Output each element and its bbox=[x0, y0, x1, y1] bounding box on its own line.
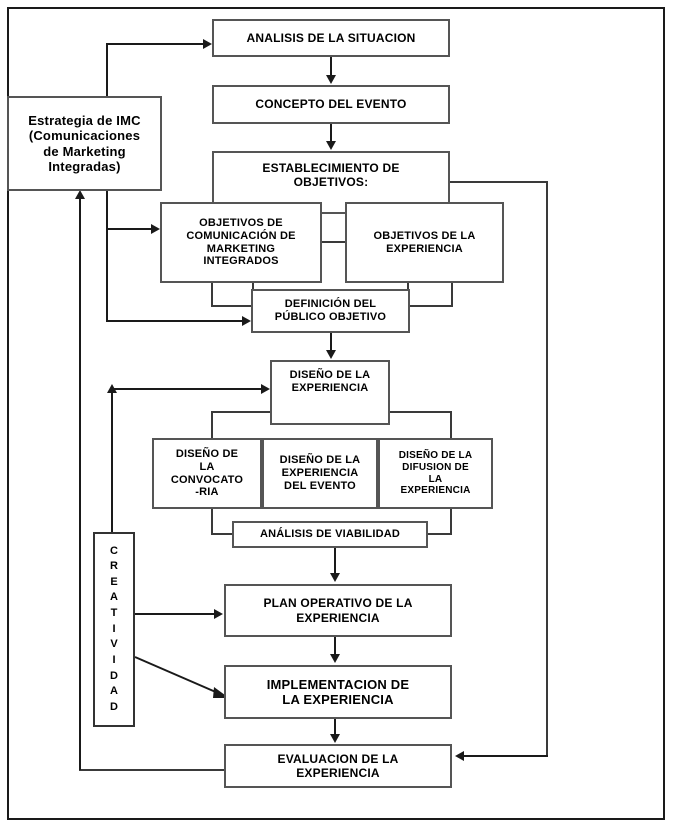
edge-creatividad-to-diseno-arrowhead-right bbox=[261, 384, 270, 394]
edge-creatividad-to-diseno-vertical bbox=[111, 392, 113, 532]
edge-creatividad-to-diseno-horizontal bbox=[111, 388, 262, 390]
node-diseno-experiencia[interactable]: DISEÑO DE LA EXPERIENCIA bbox=[270, 360, 390, 425]
edge-objexp-to-definicion-horizontal bbox=[408, 305, 453, 307]
edge-imc-to-analisis-vertical bbox=[106, 43, 108, 97]
edge-objexp-to-definicion-vertical bbox=[451, 283, 453, 307]
edge-right-rail-to-evaluacion-arrowhead bbox=[455, 751, 464, 761]
edge-diseno-to-difusion-leg bbox=[450, 411, 452, 439]
edge-implementacion-to-evaluacion-arrowhead bbox=[330, 734, 340, 743]
node-creatividad-letter: E bbox=[110, 575, 118, 588]
edge-diseno-to-convocatoria-leg bbox=[211, 411, 213, 439]
node-concepto-evento-label: CONCEPTO DEL EVENTO bbox=[255, 97, 407, 112]
diagram-outer-frame bbox=[7, 7, 665, 820]
node-objetivos-experiencia[interactable]: OBJETIVOS DE LA EXPERIENCIA bbox=[345, 202, 504, 283]
node-creatividad-letter: I bbox=[112, 622, 116, 635]
node-creatividad-letter: R bbox=[110, 560, 118, 573]
edge-establecimiento-right-rail-top bbox=[450, 181, 548, 183]
node-creatividad-letter: D bbox=[110, 669, 118, 682]
edge-plan-to-implementacion-arrowhead bbox=[330, 654, 340, 663]
edge-evaluacion-to-imc-arrowhead bbox=[75, 190, 85, 199]
node-definicion-publico[interactable]: DEFINICIÓN DEL PÚBLICO OBJETIVO bbox=[251, 289, 410, 333]
node-analisis-situacion-label: ANALISIS DE LA SITUACION bbox=[246, 30, 416, 45]
edge-imc-to-definicion-vertical bbox=[106, 230, 108, 322]
edge-creatividad-to-plan-arrowhead bbox=[214, 609, 223, 619]
node-establecimiento-objetivos-label: ESTABLECIMIENTO DE OBJETIVOS: bbox=[262, 161, 400, 190]
edge-objcom-to-definicion-horizontal bbox=[211, 305, 253, 307]
edge-imc-to-definicion-horizontal bbox=[106, 320, 243, 322]
node-creatividad-letter: A bbox=[110, 685, 118, 698]
edge-creatividad-to-plan-line bbox=[135, 613, 215, 615]
edge-imc-to-objcom-vertical bbox=[106, 191, 108, 230]
edge-analisis-to-concepto-arrowhead bbox=[326, 75, 336, 84]
node-diseno-convocatoria[interactable]: DISEÑO DE LA CONVOCATO -RIA bbox=[152, 438, 262, 509]
edge-viabilidad-to-plan-line bbox=[334, 548, 336, 574]
edge-objcom-to-definicion-vertical bbox=[211, 283, 213, 307]
edge-creatividad-to-implementacion bbox=[134, 656, 229, 698]
node-plan-operativo[interactable]: PLAN OPERATIVO DE LA EXPERIENCIA bbox=[224, 584, 452, 637]
edge-creatividad-to-diseno-arrowhead-up bbox=[107, 384, 117, 393]
node-evaluacion[interactable]: EVALUACION DE LA EXPERIENCIA bbox=[224, 744, 452, 788]
node-estrategia-imc-label: Estrategia de IMC (Comunicaciones de Mar… bbox=[28, 112, 141, 174]
node-analisis-viabilidad-label: ANÁLISIS DE VIABILIDAD bbox=[259, 528, 401, 541]
node-definicion-publico-label: DEFINICIÓN DEL PÚBLICO OBJETIVO bbox=[274, 298, 387, 323]
edge-difusion-to-viabilidad-leg bbox=[450, 509, 452, 535]
edge-evaluacion-to-imc-horizontal bbox=[79, 769, 225, 771]
node-diseno-experiencia-evento-label: DISEÑO DE LA EXPERIENCIA DEL EVENTO bbox=[279, 454, 361, 492]
edge-plan-to-implementacion-line bbox=[334, 637, 336, 655]
node-objetivos-comunicacion[interactable]: OBJETIVOS DE COMUNICACIÓN DE MARKETING I… bbox=[160, 202, 322, 283]
edge-difusion-to-viabilidad-horizontal bbox=[426, 533, 452, 535]
edge-viabilidad-to-plan-arrowhead bbox=[330, 573, 340, 582]
node-objetivos-comunicacion-label: OBJETIVOS DE COMUNICACIÓN DE MARKETING I… bbox=[186, 216, 296, 268]
node-creatividad-letter: T bbox=[110, 607, 118, 620]
edge-imc-to-objcom-horizontal bbox=[106, 228, 152, 230]
node-objetivos-experiencia-label: OBJETIVOS DE LA EXPERIENCIA bbox=[373, 229, 476, 255]
node-creatividad-letter: V bbox=[110, 638, 118, 651]
node-implementacion-label: IMPLEMENTACION DE LA EXPERIENCIA bbox=[266, 676, 410, 707]
node-concepto-evento[interactable]: CONCEPTO DEL EVENTO bbox=[212, 85, 450, 124]
node-creatividad-letter: D bbox=[110, 700, 118, 713]
node-analisis-viabilidad[interactable]: ANÁLISIS DE VIABILIDAD bbox=[232, 521, 428, 548]
edge-objcom-to-definicion-stub bbox=[252, 283, 254, 293]
edge-concepto-to-establecimiento-arrowhead bbox=[326, 141, 336, 150]
edge-establecimiento-right-rail-vertical bbox=[546, 181, 548, 756]
node-plan-operativo-label: PLAN OPERATIVO DE LA EXPERIENCIA bbox=[263, 596, 413, 625]
node-diseno-difusion-label: DISEÑO DE LA DIFUSION DE LA EXPERIENCIA bbox=[398, 449, 473, 497]
edge-definicion-to-diseno-arrowhead bbox=[326, 350, 336, 359]
edge-implementacion-to-evaluacion-line bbox=[334, 719, 336, 736]
edge-imc-to-analisis-arrowhead bbox=[203, 39, 212, 49]
node-creatividad-letter: A bbox=[110, 591, 118, 604]
edge-definicion-to-diseno-line bbox=[330, 333, 332, 351]
node-evaluacion-label: EVALUACION DE LA EXPERIENCIA bbox=[277, 751, 399, 780]
edge-convocatoria-to-viabilidad-leg bbox=[211, 509, 213, 535]
node-diseno-difusion[interactable]: DISEÑO DE LA DIFUSION DE LA EXPERIENCIA bbox=[378, 438, 493, 509]
edge-evaluacion-to-imc-vertical bbox=[79, 199, 81, 770]
edge-imc-to-objcom-arrowhead bbox=[151, 224, 160, 234]
node-creatividad-letter: I bbox=[112, 653, 116, 666]
node-diseno-convocatoria-label: DISEÑO DE LA CONVOCATO -RIA bbox=[170, 447, 244, 499]
node-implementacion[interactable]: IMPLEMENTACION DE LA EXPERIENCIA bbox=[224, 665, 452, 719]
node-creatividad-letter: C bbox=[110, 544, 118, 557]
edge-objcom-to-objexp-link bbox=[321, 241, 346, 243]
edge-objexp-to-definicion-stub bbox=[407, 283, 409, 293]
edge-imc-to-definicion-arrowhead bbox=[242, 316, 251, 326]
node-diseno-experiencia-label: DISEÑO DE LA EXPERIENCIA bbox=[289, 369, 371, 394]
edge-analisis-to-concepto-line bbox=[330, 57, 332, 77]
edge-right-rail-to-evaluacion-horizontal bbox=[464, 755, 548, 757]
node-analisis-situacion[interactable]: ANALISIS DE LA SITUACION bbox=[212, 19, 450, 57]
edge-convocatoria-to-viabilidad-horizontal bbox=[211, 533, 235, 535]
edge-imc-to-analisis-horizontal bbox=[106, 43, 204, 45]
edge-concepto-to-establecimiento-line bbox=[330, 124, 332, 143]
node-estrategia-imc[interactable]: Estrategia de IMC (Comunicaciones de Mar… bbox=[7, 96, 162, 191]
node-diseno-experiencia-evento[interactable]: DISEÑO DE LA EXPERIENCIA DEL EVENTO bbox=[262, 438, 378, 509]
